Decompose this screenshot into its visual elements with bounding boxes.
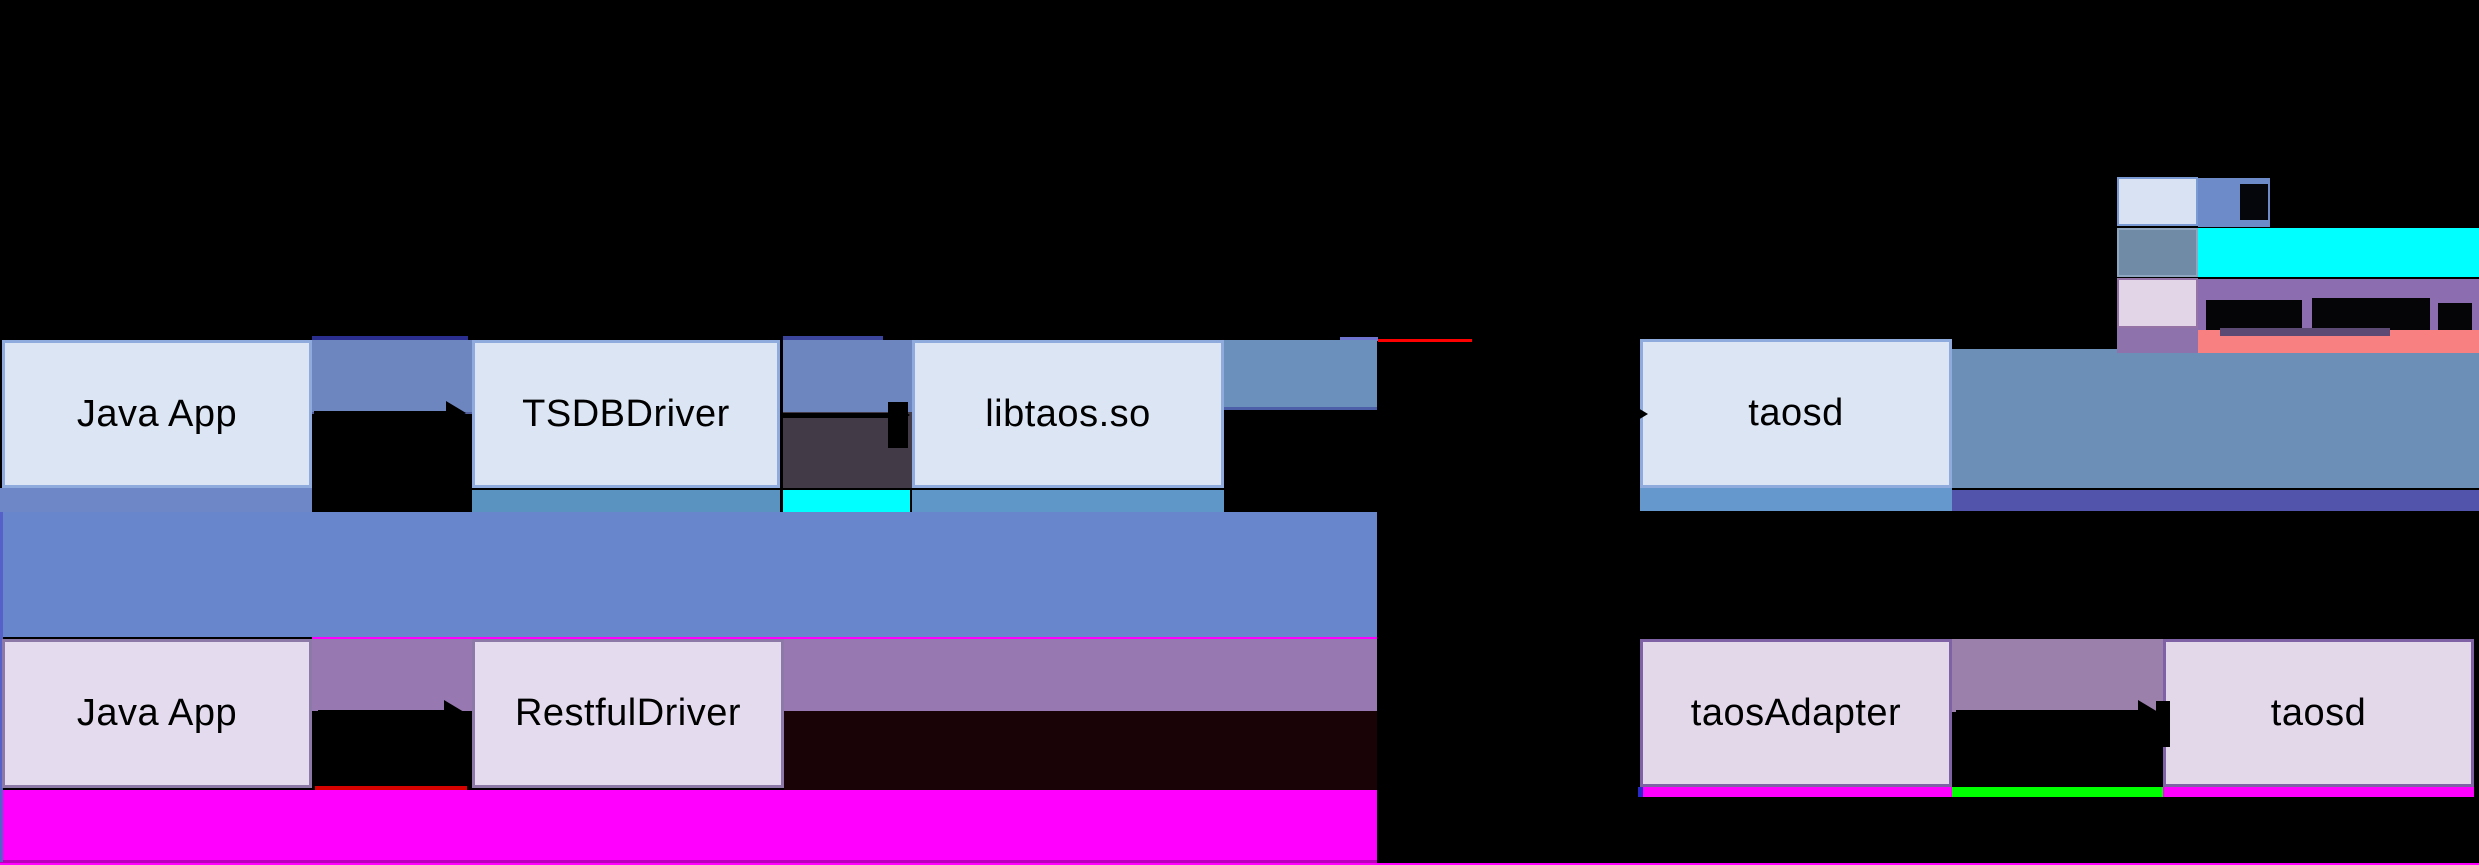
legend (2117, 177, 2479, 353)
node-java-app-restful-label: Java App (76, 692, 238, 734)
legend-swatch-2 (2117, 228, 2198, 277)
legend-swatch-1 (2117, 177, 2198, 226)
node-taosd-2: taosd (2163, 639, 2474, 787)
restful-magenta-band (0, 790, 1377, 861)
jni-top-outline-navy-1 (312, 336, 468, 341)
node-taosadapter: taosAdapter (1640, 639, 1952, 787)
arrow-java-to-tsdb-head-icon (446, 401, 466, 425)
arrow-adapter-to-taosd-head-icon (2138, 700, 2158, 724)
jni-big-blue-band (0, 512, 1377, 637)
legend-text-fragment (2312, 298, 2430, 330)
node-taosd-2-label: taosd (2270, 691, 2367, 734)
arrow-restful-java-head-icon (444, 700, 464, 724)
node-java-app-restful: Java App (2, 639, 312, 788)
node-libtaos-so-label: libtaos.so (985, 392, 1151, 435)
arrow-adapter-to-taosd-line (1956, 710, 2140, 715)
arrow-adapter-black-block (2156, 701, 2170, 747)
arrow-java-to-tsdb-line (314, 411, 446, 415)
node-restfuldriver-label: RestfulDriver (514, 692, 742, 734)
strip-cyan-under-gap2 (783, 490, 910, 512)
legend-text-fragment (2220, 328, 2390, 336)
arrow-tsdb-to-libtaos-line (783, 413, 890, 418)
arrow-libtaos-to-taosd-head-icon (1628, 402, 1648, 426)
strip-magenta-under-taosadapter (1643, 787, 1952, 797)
legend-swatch-3 (2117, 278, 2198, 328)
node-libtaos-so: libtaos.so (912, 340, 1224, 488)
node-tsdbdriver: TSDBDriver (472, 340, 780, 488)
adapter-blue-sliver (1638, 787, 1643, 797)
legend-band-cyan (2198, 228, 2479, 277)
adapter-gap-mauve-fill (1952, 639, 2163, 712)
legend-swatch-3-under (2117, 328, 2198, 353)
strip-under-tsdbdriver (472, 490, 780, 512)
arrow-restful-java-line (318, 710, 444, 714)
node-restfuldriver: RestfulDriver (472, 639, 784, 788)
jni-top-outline-periwinkle (1340, 337, 1378, 341)
arrow-tsdb-to-libtaos-black-block (888, 402, 908, 448)
node-java-app-jni-label: Java App (76, 392, 238, 435)
legend-text-fragment (2206, 300, 2302, 330)
magenta-line-under-blue-band (312, 637, 1377, 640)
taosd-indigo-band (1952, 490, 2479, 511)
node-tsdbdriver-label: TSDBDriver (522, 392, 730, 435)
jni-gap2-blue-fill (783, 340, 912, 412)
restful-maroon-band (784, 711, 1377, 790)
jni-top-outline-navy-2 (783, 336, 883, 340)
legend-text-fragment (2438, 303, 2472, 330)
taosd-steel-band (1952, 349, 2479, 488)
node-taosd-label: taosd (1748, 392, 1844, 434)
strip-under-libtaos (912, 490, 1224, 512)
strip-green-under-gap (1952, 787, 2163, 797)
dark-magenta-line (0, 860, 1377, 863)
legend-text-fragment (2240, 184, 2268, 220)
jni-steel-block (1224, 340, 1377, 410)
strip-under-java-app-jni (0, 488, 312, 512)
bottom-magenta-line (0, 863, 2479, 865)
left-edge-sliver (0, 512, 3, 862)
strip-magenta-under-taosd-2 (2163, 787, 2474, 797)
node-java-app-jni: Java App (2, 340, 312, 488)
strip-under-taosd (1640, 488, 1952, 511)
node-taosd: taosd (1640, 339, 1952, 488)
node-taosadapter-label: taosAdapter (1690, 691, 1902, 734)
red-line (1378, 339, 1472, 342)
